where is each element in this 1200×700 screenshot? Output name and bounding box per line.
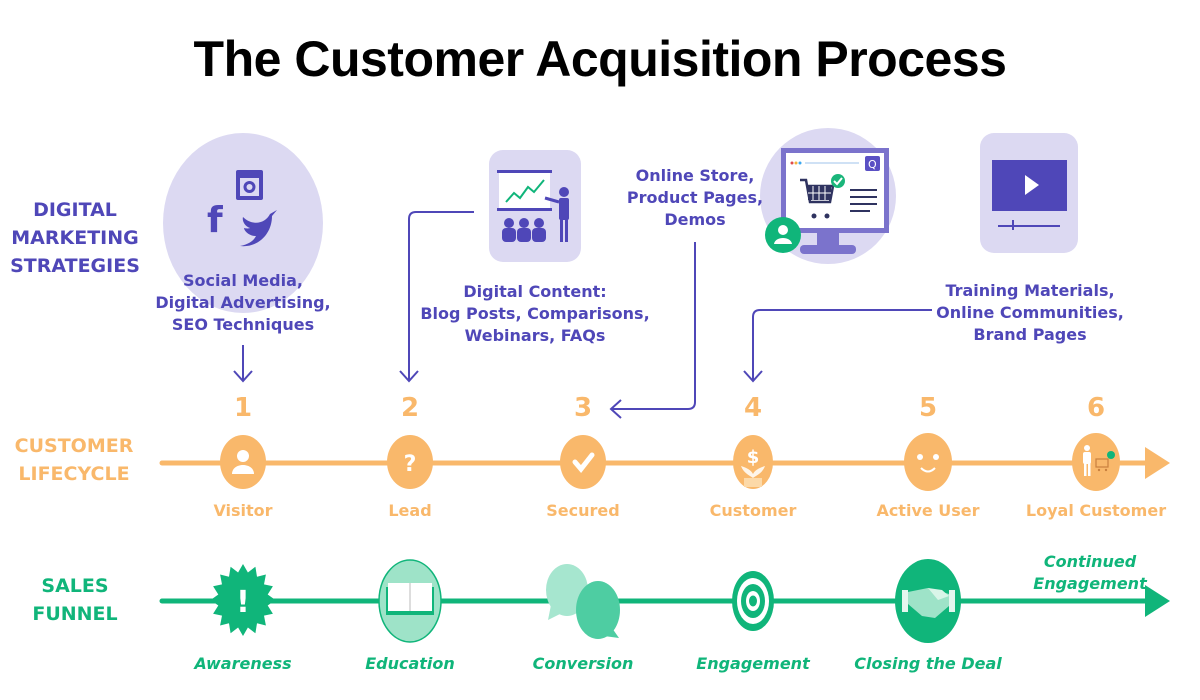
row-label-line: LIFECYCLE <box>18 463 130 485</box>
lifecycle-number: 4 <box>743 393 763 423</box>
strategy-line: Brand Pages <box>973 325 1087 344</box>
lifecycle-step-4-node: $ <box>733 435 773 489</box>
arrow-to-step-4 <box>743 309 932 383</box>
funnel-label: Closing the Deal <box>854 654 1002 673</box>
row-label-line: STRATEGIES <box>10 255 140 277</box>
strategy-content-text: Digital Content: Blog Posts, Comparisons… <box>410 281 660 347</box>
lifecycle-label: Loyal Customer <box>1025 501 1167 520</box>
alert-burst-icon <box>210 564 276 636</box>
strategy-line: Digital Content: <box>463 282 607 301</box>
book-icon <box>386 583 434 615</box>
strategy-store-text: Online Store, Product Pages, Demos <box>610 165 780 231</box>
lifecycle-number: 5 <box>918 393 938 423</box>
funnel-end-line: Continued <box>1043 552 1137 571</box>
funnel-label: Conversion <box>532 654 634 673</box>
target-icon <box>732 571 774 631</box>
row-label-line: MARKETING <box>11 227 139 249</box>
twitter-icon <box>240 210 277 247</box>
lifecycle-step-2-node: ? <box>387 435 433 489</box>
smiley-icon <box>917 454 939 473</box>
strategy-line: Blog Posts, Comparisons, <box>420 304 650 323</box>
strategy-line: Product Pages, <box>626 188 764 207</box>
instagram-icon <box>236 170 263 200</box>
handshake-icon <box>902 588 955 618</box>
funnel-engagement-node <box>732 571 774 631</box>
funnel-end-line: Engagement <box>1033 574 1147 593</box>
person-icon <box>232 450 254 474</box>
question-icon: ? <box>404 452 417 477</box>
svg-text:Q: Q <box>868 158 877 171</box>
lifecycle-number: 1 <box>233 393 253 423</box>
online-store-icon: Q <box>765 148 889 254</box>
funnel-label: Awareness <box>194 654 292 673</box>
funnel-education-node <box>378 559 442 643</box>
page-title: The Customer Acquisition Process <box>193 31 1007 87</box>
lifecycle-step-6-node <box>1072 433 1120 491</box>
strategy-line: Webinars, FAQs <box>464 326 606 345</box>
strategy-line: Demos <box>664 210 726 229</box>
strategy-line: Social Media, <box>183 271 303 290</box>
strategy-training-text: Training Materials, Online Communities, … <box>920 280 1140 346</box>
strategy-social-text: Social Media, Digital Advertising, SEO T… <box>133 270 353 336</box>
row-label-line: CUSTOMER <box>14 435 134 457</box>
funnel-label: Engagement <box>696 654 810 673</box>
row-label-line: SALES <box>41 575 109 597</box>
strategy-line: Online Communities, <box>936 303 1124 322</box>
lifecycle-number: 3 <box>573 393 593 423</box>
lifecycle-step-5-node <box>904 433 952 491</box>
strategy-line: Digital Advertising, <box>155 293 331 312</box>
strategy-line: Training Materials, <box>945 281 1115 300</box>
arrow-to-step-2 <box>399 211 474 383</box>
lifecycle-label: Customer <box>709 501 797 520</box>
checkmark-icon <box>572 452 595 473</box>
funnel-label: Education <box>365 654 455 673</box>
strategy-line: SEO Techniques <box>171 315 315 334</box>
svg-text:$: $ <box>747 447 760 468</box>
lifecycle-step-1-node <box>220 435 266 489</box>
video-player-icon <box>992 160 1067 230</box>
strategy-line: Online Store, <box>635 166 755 185</box>
chat-bubbles-icon <box>546 564 620 639</box>
lifecycle-step-3-node <box>560 435 606 489</box>
lifecycle-number: 2 <box>400 393 420 423</box>
lifecycle-number: 6 <box>1086 393 1106 423</box>
shopper-cart-icon <box>1083 445 1115 476</box>
lifecycle-arrowhead <box>1145 447 1170 479</box>
row-label-sales-funnel: SALES FUNNEL <box>10 572 140 628</box>
funnel-awareness-node: ! <box>210 564 276 636</box>
presentation-icon <box>497 170 569 242</box>
facebook-icon: f <box>207 200 223 241</box>
funnel-arrowhead <box>1145 585 1170 617</box>
lifecycle-label: Active User <box>876 501 980 520</box>
lifecycle-label: Secured <box>546 501 620 520</box>
funnel-closing-node <box>895 559 961 643</box>
row-label-customer-lifecycle: CUSTOMER LIFECYCLE <box>4 432 144 488</box>
social-media-bubble <box>163 133 323 313</box>
arrow-to-step-1 <box>233 345 253 383</box>
row-label-line: FUNNEL <box>32 603 118 625</box>
row-label-line: DIGITAL <box>33 199 117 221</box>
money-plant-icon: $ <box>741 447 765 487</box>
row-label-digital-marketing: DIGITAL MARKETING STRATEGIES <box>10 196 140 280</box>
funnel-conversion-node <box>546 564 620 639</box>
arrow-to-step-3 <box>609 242 696 419</box>
lifecycle-label: Visitor <box>213 501 273 520</box>
svg-text:!: ! <box>236 585 250 620</box>
funnel-end-label: Continued Engagement <box>1020 551 1160 595</box>
lifecycle-label: Lead <box>388 501 432 520</box>
